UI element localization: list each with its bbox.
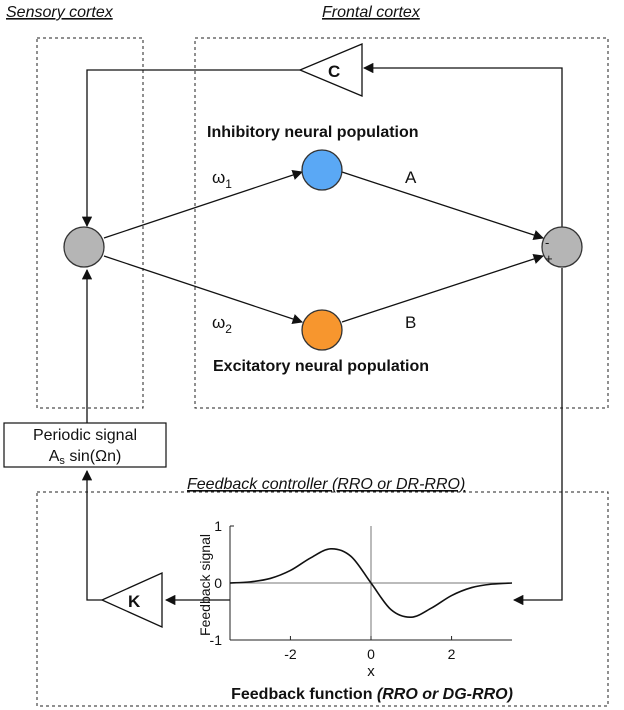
x-tick-label: -2	[284, 646, 297, 662]
excitatory-node	[301, 309, 343, 351]
feedback-function-title: Feedback function (RRO or DG-RRO)	[231, 686, 513, 703]
feedback-controller-title: Feedback controller (RRO or DR-RRO)	[187, 476, 465, 493]
weight-a-label: A	[405, 168, 417, 187]
c-loop-out-arrow	[81, 69, 300, 228]
feedback-controller-box	[36, 491, 609, 707]
gain-c-triangle	[298, 43, 363, 97]
k-to-signal-arrow	[81, 469, 102, 601]
sum-to-plot-arrow	[512, 268, 563, 606]
periodic-signal-formula: As sin(Ωn)	[49, 448, 122, 467]
sensory-cortex-title: Sensory cortex	[6, 4, 114, 21]
frontal-cortex-title: Frontal cortex	[322, 4, 421, 21]
weight-b-label: B	[405, 313, 416, 332]
gain-c-label: C	[328, 62, 340, 81]
plot-ylabel: Feedback signal	[197, 534, 213, 636]
weight-w1-label: ω1	[212, 168, 232, 191]
arrow-inhibitory-to-sum	[341, 171, 544, 241]
y-tick-label: 0	[214, 575, 222, 591]
sensory-node	[63, 226, 105, 268]
sum-plus-sign: +	[545, 251, 553, 266]
periodic-signal-box	[3, 422, 167, 468]
plot-ticks: -2 0 2 1 0 -1	[210, 518, 456, 662]
feedback-function-plot: -2 0 2 1 0 -1	[210, 518, 513, 662]
gain-k-label: K	[128, 592, 141, 611]
arrow-to-excitatory	[103, 255, 303, 324]
inhibitory-node	[301, 149, 343, 191]
inhibitory-population-label: Inhibitory neural population	[207, 124, 419, 141]
summation-node	[541, 226, 583, 268]
gain-k-triangle	[100, 571, 163, 629]
x-tick-label: 0	[367, 646, 375, 662]
sensory-cortex-box	[36, 37, 144, 409]
sum-minus-sign: -	[545, 235, 549, 250]
x-tick-label: 2	[448, 646, 456, 662]
frontal-cortex-box	[194, 37, 609, 409]
y-tick-label: -1	[210, 632, 223, 648]
arrow-to-inhibitory	[103, 170, 303, 239]
feedback-curve	[229, 547, 513, 619]
weight-w2-label: ω2	[212, 313, 232, 336]
arrow-excitatory-to-sum	[341, 253, 544, 323]
c-loop-in-arrow	[362, 62, 563, 245]
excitatory-population-label: Excitatory neural population	[213, 358, 429, 375]
y-tick-label: 1	[214, 518, 222, 534]
periodic-signal-line1: Periodic signal	[33, 427, 137, 444]
plot-xlabel: x	[367, 663, 375, 680]
